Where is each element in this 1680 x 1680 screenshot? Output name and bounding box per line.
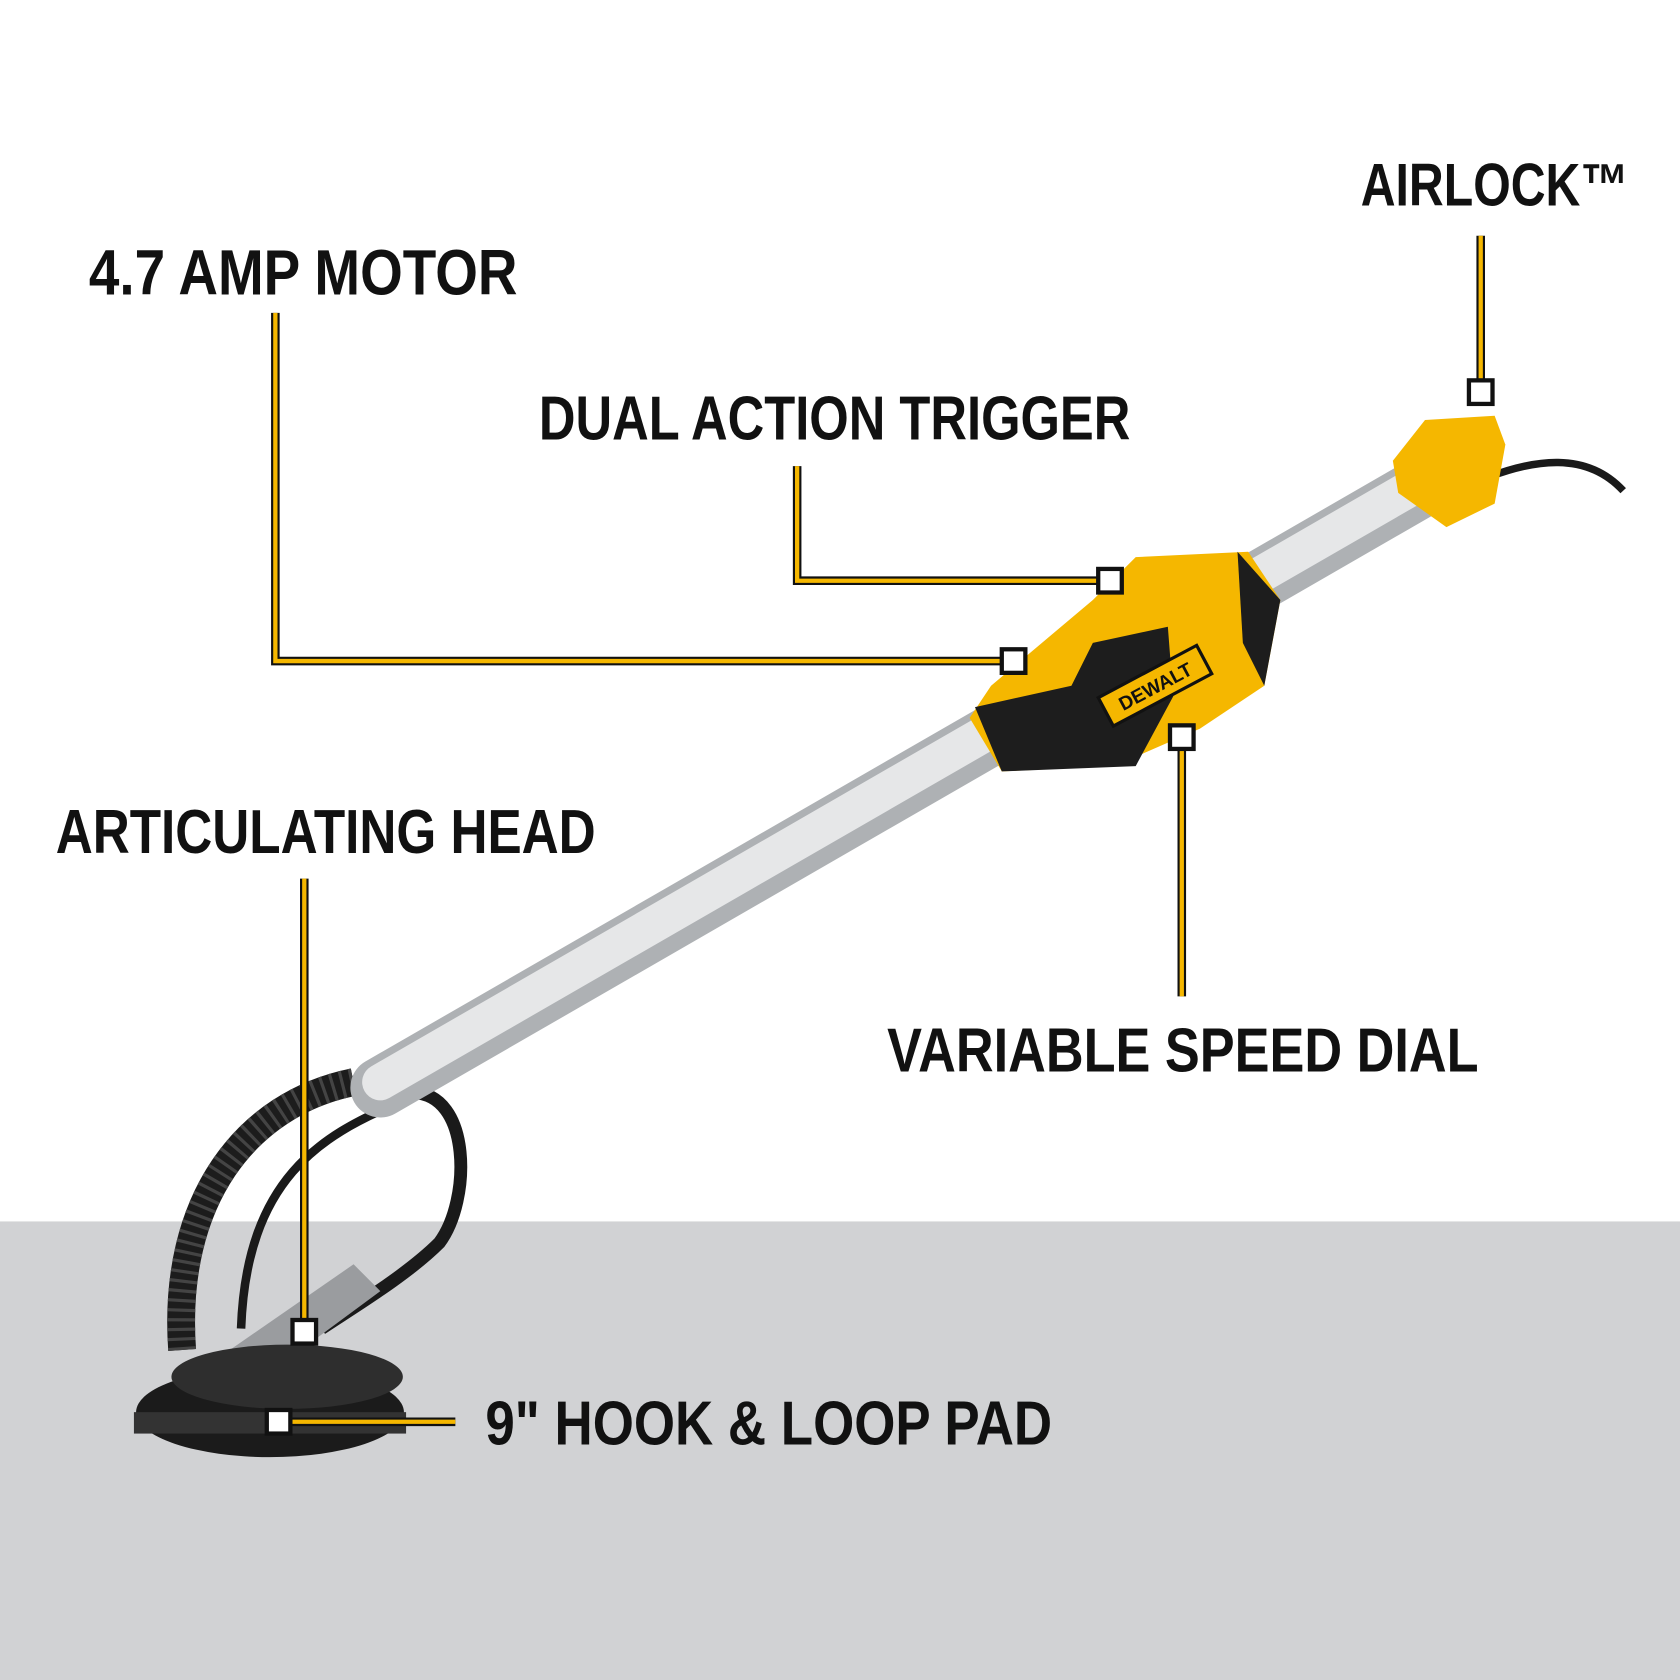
trigger-marker xyxy=(1096,566,1124,595)
pad-label: 9" HOOK & LOOP PAD xyxy=(485,1389,1052,1458)
callout-lines xyxy=(264,235,1495,1436)
pad-marker xyxy=(264,1407,293,1436)
motor-callout-line xyxy=(273,312,1014,664)
callout-markers xyxy=(264,378,1495,1436)
vacuum-hose xyxy=(167,1068,357,1351)
articulating-head-label: ARTICULATING HEAD xyxy=(56,798,596,867)
grip xyxy=(975,626,1174,772)
trigger-label: DUAL ACTION TRIGGER xyxy=(539,384,1130,453)
power-cord xyxy=(1487,458,1626,494)
head-marker xyxy=(290,1317,319,1346)
motor-marker xyxy=(999,647,1028,675)
speed-dial-marker xyxy=(1167,723,1196,752)
drywall-sander: DEWALT xyxy=(133,415,1626,1458)
speed-dial-label: VARIABLE SPEED DIAL xyxy=(887,1016,1478,1085)
airlock-connector xyxy=(1392,415,1506,528)
motor-label: 4.7 AMP MOTOR xyxy=(89,237,518,309)
trigger-callout-line xyxy=(795,466,1110,583)
airlock-marker xyxy=(1466,378,1495,407)
power-hose xyxy=(236,1099,399,1329)
airlock-label: AIRLOCK™ xyxy=(1361,152,1629,219)
